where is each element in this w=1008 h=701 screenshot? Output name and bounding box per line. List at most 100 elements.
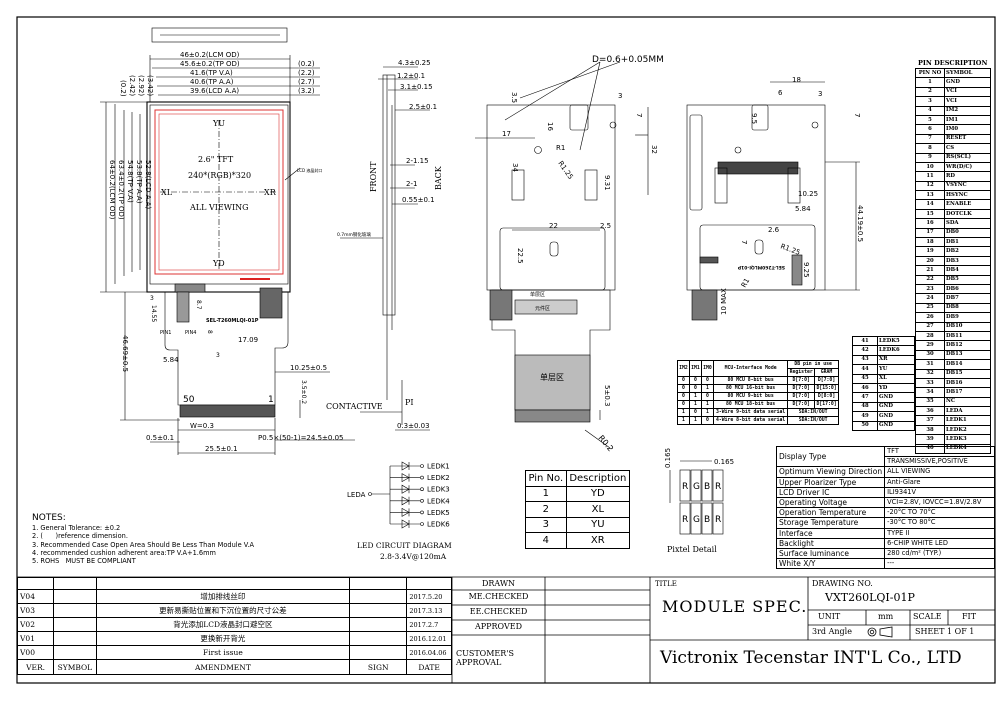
fpc-dim: 3.5±0.2 bbox=[300, 380, 307, 404]
pin-number: 45 bbox=[852, 373, 878, 384]
pin-symbol: IM0 bbox=[944, 124, 991, 135]
pin-symbol: DB15 bbox=[944, 368, 991, 379]
led-diode-icon bbox=[401, 473, 410, 483]
side-dim: 0.55±0.1 bbox=[402, 196, 435, 204]
subpixel-label: B bbox=[704, 482, 710, 492]
pin-number: 12 bbox=[915, 180, 945, 192]
pin-number: 27 bbox=[915, 321, 945, 332]
pin-symbol: IM1 bbox=[944, 114, 991, 126]
sheet-number: SHEET 1 OF 1 bbox=[915, 627, 975, 636]
pin-number: 30 bbox=[915, 349, 945, 361]
pin-symbol: RESET bbox=[944, 133, 991, 145]
led-circuit-spec: 2.8-3.4V@120mA bbox=[380, 552, 447, 561]
pin-number: 15 bbox=[915, 208, 945, 220]
mcu-cell: 0 bbox=[677, 384, 690, 393]
header-description: Description bbox=[565, 470, 631, 487]
spec-value: TRANSMISSIVE,POSITIVE bbox=[884, 456, 995, 468]
pin-number: 42 bbox=[852, 345, 878, 356]
pin-number: 46 bbox=[852, 382, 878, 394]
back2-dim: 9.5 bbox=[750, 113, 758, 124]
back-label: BACK bbox=[434, 165, 443, 190]
rev-date: 2017.3.13 bbox=[406, 603, 452, 618]
subpixel-label: R bbox=[682, 482, 688, 492]
back2-dim: 10 MAX bbox=[720, 288, 728, 315]
header-row: Pin No.Description bbox=[525, 470, 631, 487]
mcu-cell: 4-Wire 8-bit data serial bbox=[712, 416, 789, 425]
mcu-cell: D[7:0] bbox=[787, 392, 816, 401]
lcd-front-dimension-labels: 46±0.2(LCM OD) 45.6±0.2(TP OD) 41.6(TP V… bbox=[108, 51, 343, 453]
scale-label: SCALE bbox=[913, 612, 942, 621]
approval-label: ME.CHECKED bbox=[468, 592, 529, 601]
rev-date: 2016.04.06 bbox=[406, 645, 452, 660]
lcd-front-view bbox=[100, 27, 355, 455]
dim-ref-v: (3.42) bbox=[146, 75, 154, 96]
zone-label: 单层区 bbox=[540, 372, 564, 382]
pin-number: 3 bbox=[525, 516, 567, 533]
rev-symbol bbox=[53, 617, 97, 632]
pin-symbol: DB6 bbox=[944, 283, 991, 295]
pixel-pitch-v: 0.165 bbox=[664, 448, 672, 468]
back2-dim: 10.25 bbox=[798, 190, 818, 198]
pin-symbol: LEDK6 bbox=[877, 345, 915, 356]
fpc-pitch: P0.5×(50-1)=24.5±0.05 bbox=[258, 434, 343, 442]
note-item: 4. recommended cushion adherent area:TP … bbox=[32, 548, 216, 557]
screen-resolution: 240*(RGB)*320 bbox=[188, 171, 251, 180]
drawing-no: VXT260LQI-01P bbox=[825, 591, 915, 604]
header-pin-no: PIN NO bbox=[915, 67, 945, 79]
mcu-cell: 0 bbox=[677, 376, 690, 385]
fpc-dim: 17.09 bbox=[238, 336, 258, 344]
pin-symbol: LEDK1 bbox=[944, 415, 991, 426]
rev-header: AMENDMENT bbox=[95, 659, 351, 675]
back-dim: 9.31 bbox=[603, 175, 611, 191]
mcu-cell: 80 MCU 18-bit bus bbox=[712, 400, 789, 409]
pi-label: PI bbox=[405, 398, 414, 407]
pin-number: 41 bbox=[852, 335, 878, 347]
pin-symbol: CS bbox=[944, 143, 991, 154]
scale-value: FIT bbox=[962, 612, 977, 621]
pin-number: 2 bbox=[525, 501, 567, 518]
spec-value: ALL VIEWING bbox=[884, 466, 995, 478]
header-cell: IM1 bbox=[688, 360, 702, 377]
pin-symbol: DB8 bbox=[944, 302, 991, 314]
led-diode-icon bbox=[401, 484, 410, 494]
zone-label: 单层区 bbox=[530, 291, 545, 298]
led-cathode-label: LEDK2 bbox=[427, 474, 450, 482]
dim-ref: (0.2) bbox=[298, 60, 315, 68]
mcu-cell: 1 bbox=[700, 384, 714, 393]
mcu-cell: 1 bbox=[688, 392, 702, 401]
subpixel-label: R bbox=[682, 515, 688, 525]
blank-cell bbox=[349, 577, 408, 590]
pin-number: 31 bbox=[915, 359, 945, 370]
back-dim: R1 bbox=[556, 144, 565, 152]
dim-lcd-aa-v: 52.8(LCD A.A) bbox=[144, 160, 152, 209]
blank-cell bbox=[95, 577, 351, 590]
spec-value: -20°C TO 70°C bbox=[884, 507, 995, 519]
pin-number: 26 bbox=[915, 312, 945, 323]
spec-row: Operation Temperature-20°C TO 70°C bbox=[775, 507, 995, 519]
spec-label: Optimum Viewing Direction bbox=[775, 466, 886, 478]
blank-row bbox=[16, 577, 452, 590]
header-cell: Register bbox=[787, 368, 816, 377]
side-dim: 3.1±0.15 bbox=[400, 83, 433, 91]
notes-title: NOTES: bbox=[32, 513, 66, 523]
note-item: 2. ( )reference dimension. bbox=[32, 532, 128, 541]
pin-description: YD bbox=[565, 485, 631, 502]
mcu-cell: SDA:IN/OUT bbox=[787, 408, 839, 417]
pin-description-title: PIN DESCRIPTION bbox=[918, 59, 987, 67]
dim-ref: (2.7) bbox=[298, 78, 315, 86]
pin-number: 35 bbox=[915, 396, 945, 408]
